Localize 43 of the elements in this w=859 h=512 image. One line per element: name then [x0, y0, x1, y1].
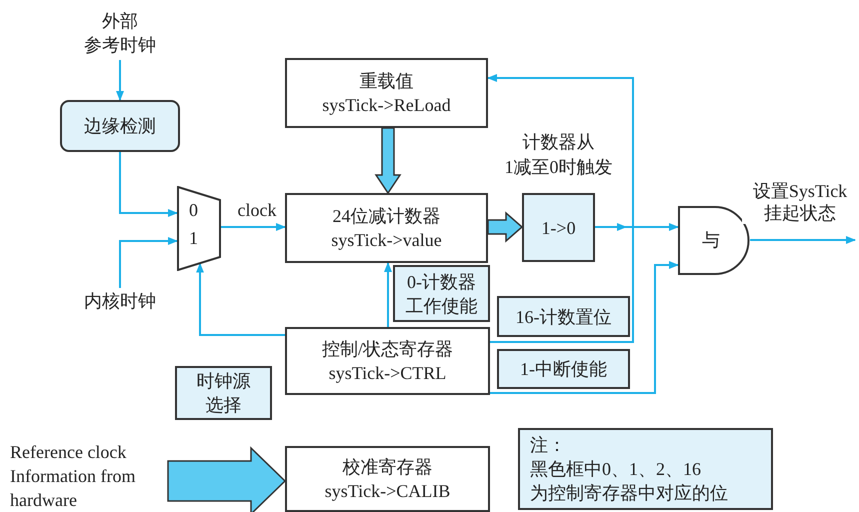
- register-label: sysTick->CTRL: [328, 362, 446, 385]
- block-arrow: [167, 446, 286, 512]
- block-arrow: [374, 127, 402, 194]
- register-label: 24位减计数器: [332, 205, 440, 228]
- register-label: sysTick->CALIB: [324, 480, 450, 503]
- register-label: sysTick->ReLoad: [322, 94, 451, 117]
- note-text: 为控制寄存器中对应的位: [530, 482, 728, 505]
- register-box: [285, 58, 488, 128]
- input-label: 参考时钟: [84, 34, 156, 57]
- arrow: [384, 262, 392, 327]
- arrow: [221, 223, 286, 231]
- note-box: [518, 428, 773, 510]
- register-label: 控制/状态寄存器: [322, 338, 453, 361]
- input-label: Reference clock Information from hardware: [10, 440, 168, 512]
- arrow: [196, 262, 285, 336]
- multiplexer: [177, 186, 221, 271]
- note-text: 黑色框中0、1、2、16: [530, 458, 701, 481]
- register-box: [285, 327, 490, 395]
- block-arrow: [487, 211, 524, 243]
- clock-source-label: 内核时钟: [70, 288, 170, 314]
- arrow: [490, 261, 679, 394]
- bit-box: 0-计数器工作使能: [393, 265, 490, 322]
- counter-box: [285, 193, 488, 263]
- arrow: [487, 74, 634, 228]
- register-label: 与: [702, 229, 720, 252]
- arrow: [119, 152, 178, 217]
- port-label: 0: [189, 199, 198, 222]
- register-label: 重载值: [360, 70, 414, 93]
- bit-box: 1-中断使能: [497, 349, 630, 389]
- arrow: [116, 60, 124, 101]
- and-gate: [678, 206, 750, 275]
- bit-box: 时钟源选择: [175, 366, 272, 420]
- trigger-box: 1->0: [522, 193, 595, 262]
- arrow: [119, 237, 178, 288]
- register-box: [285, 446, 490, 512]
- arrow: [750, 236, 856, 244]
- register-label: 校准寄存器: [342, 456, 432, 479]
- input-label: 外部: [102, 10, 138, 33]
- bit-box: 16-计数置位: [497, 296, 630, 337]
- note-text: 注：: [530, 434, 566, 457]
- register-label: sysTick->value: [331, 229, 442, 252]
- port-label: 1: [189, 227, 198, 250]
- edge-detect-box: 边缘检测: [60, 100, 180, 152]
